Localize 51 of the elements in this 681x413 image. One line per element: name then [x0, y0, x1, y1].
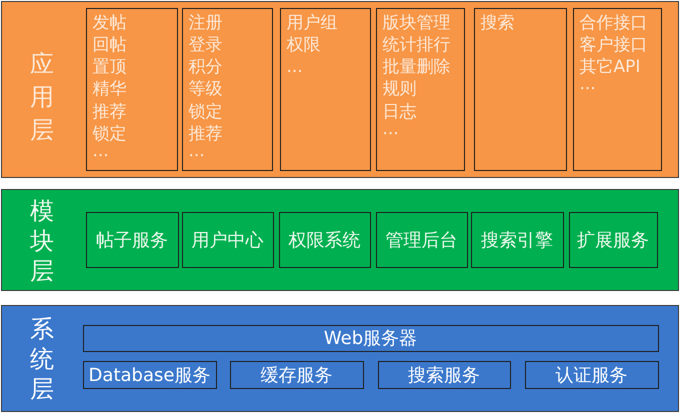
module-box: 帖子服务: [86, 212, 178, 268]
feature-text: 合作接口: [580, 12, 648, 34]
feature-box: [474, 8, 566, 170]
feature-text: ···: [92, 145, 109, 168]
feature-text: 其它API: [580, 56, 640, 78]
feature-box: [376, 8, 464, 170]
module-box: 管理后台: [376, 212, 468, 268]
module-box: 权限系统: [278, 212, 370, 268]
feature-text: ···: [382, 122, 399, 146]
feature-text: 推荐: [92, 100, 126, 123]
feature-text: 注册: [188, 12, 222, 34]
service-box: 搜索服务: [378, 360, 510, 388]
feature-text: 置顶: [92, 56, 126, 78]
feature-text: 批量删除: [382, 56, 450, 78]
feature-text: 推荐: [188, 122, 222, 146]
feature-box: [280, 8, 370, 170]
feature-text: 锁定: [92, 122, 126, 146]
feature-text: ···: [580, 78, 596, 101]
service-box: Database服务: [82, 360, 216, 388]
feature-text: 规则: [382, 78, 416, 101]
feature-text: 发帖: [92, 12, 126, 34]
layer-label: 应用层: [29, 49, 55, 146]
feature-text: 等级: [188, 78, 222, 101]
module-box: 搜索引擎: [470, 212, 564, 268]
service-box: 缓存服务: [230, 360, 364, 388]
feature-text: ...: [286, 56, 303, 78]
feature-box: [182, 8, 272, 170]
feature-text: 积分: [188, 56, 222, 78]
feature-text: 日志: [382, 100, 416, 123]
feature-text: 登录: [188, 34, 222, 56]
layer-band: [1, 189, 679, 291]
feature-text: ···: [188, 145, 205, 168]
feature-text: 搜索: [480, 12, 514, 34]
layer-band: [1, 1, 679, 178]
layer-band: [1, 305, 679, 412]
feature-text: 客户接口: [580, 34, 648, 56]
feature-text: 锁定: [188, 100, 222, 123]
service-box: Web服务器: [82, 324, 658, 352]
module-box: 用户中心: [182, 212, 274, 268]
feature-box: [572, 8, 662, 170]
feature-text: 回帖: [92, 34, 126, 56]
module-box: 扩展服务: [568, 212, 658, 268]
feature-text: 统计排行: [382, 34, 450, 56]
feature-text: 权限: [286, 34, 320, 56]
layer-label: 系统层: [29, 314, 55, 404]
service-box: 认证服务: [524, 360, 658, 388]
layer-label: 模块层: [29, 196, 55, 286]
feature-box: [86, 8, 178, 170]
feature-text: 用户组: [286, 12, 338, 34]
feature-text: 版块管理: [382, 12, 450, 34]
feature-text: 精华: [92, 78, 126, 101]
